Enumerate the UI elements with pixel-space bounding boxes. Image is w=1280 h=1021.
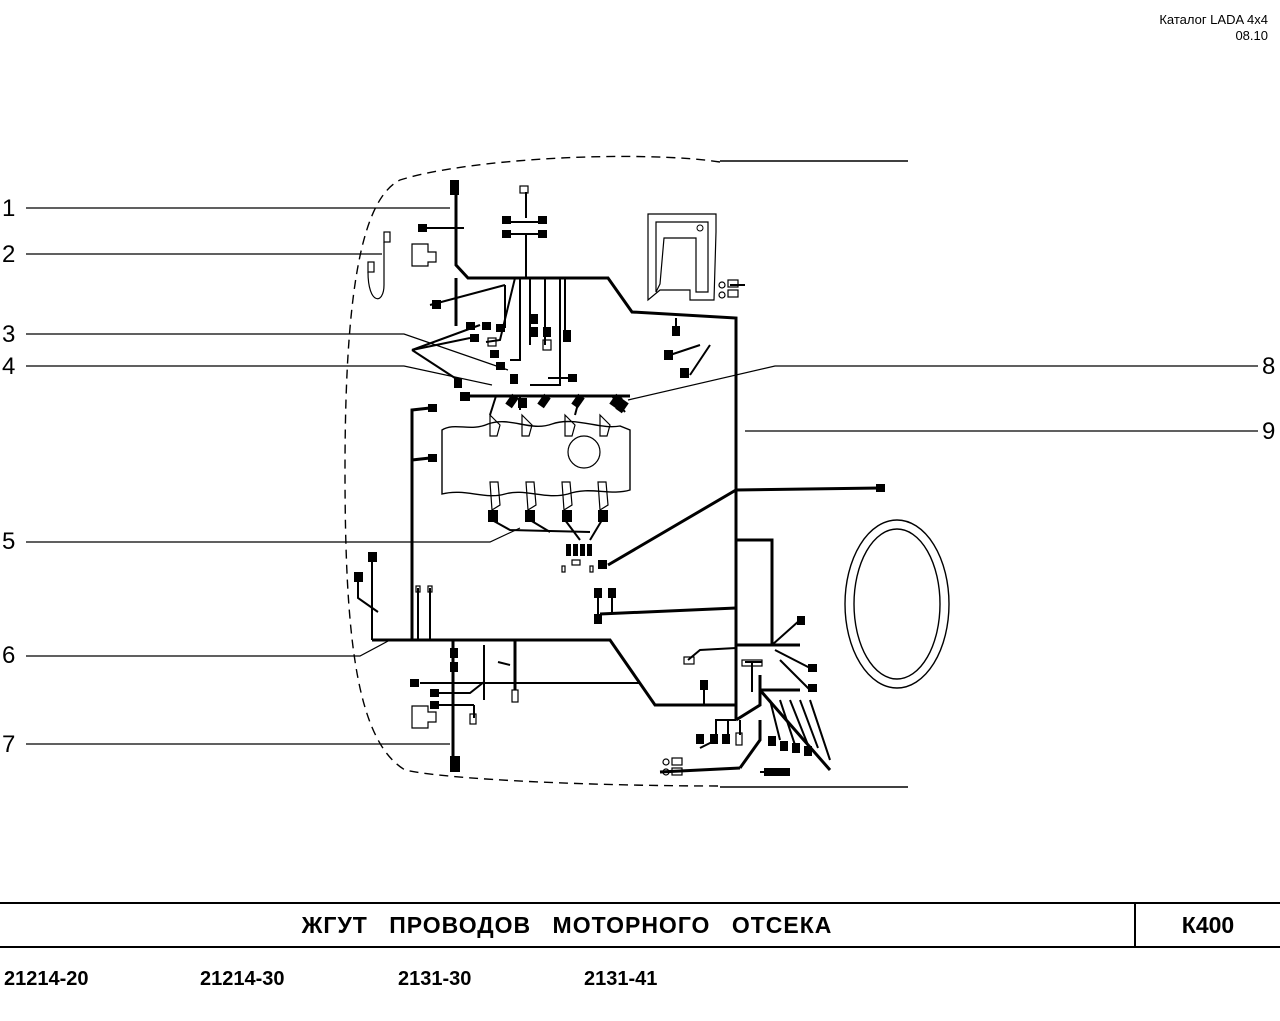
page-title: ЖГУТ ПРОВОДОВ МОТОРНОГО ОТСЕКА <box>301 912 833 938</box>
callout-9: 9 <box>1262 418 1276 445</box>
wheel-outline-inner <box>853 528 941 680</box>
compartment-outline <box>344 155 721 787</box>
leader-lines <box>26 207 1258 745</box>
wheel-outline-outer <box>844 519 950 689</box>
callout-8: 8 <box>1262 353 1276 380</box>
callout-4: 4 <box>2 353 16 380</box>
callout-1: 1 <box>2 195 16 222</box>
title-divider <box>1134 904 1136 946</box>
spark-plug-caps <box>489 413 611 512</box>
catalog-date: 08.10 <box>1235 28 1268 43</box>
callout-2: 2 <box>2 241 16 268</box>
model-item: 2131-41 <box>584 968 658 990</box>
open-connectors <box>367 185 763 776</box>
wiring-harness-diagram <box>26 155 1258 788</box>
connectors <box>354 180 885 776</box>
relay-block-bolt <box>696 224 704 232</box>
cylinder-head <box>441 420 631 497</box>
catalog-header: Каталог LADA 4х4 08.10 <box>1159 12 1268 44</box>
model-item: 2131-30 <box>398 968 472 990</box>
oil-filler-cap <box>567 435 601 469</box>
model-item: 21214-30 <box>200 968 285 990</box>
title-bar: ЖГУТ ПРОВОДОВ МОТОРНОГО ОТСЕКА К400 <box>0 902 1280 948</box>
callout-7: 7 <box>2 731 16 758</box>
relay-block <box>647 213 717 302</box>
model-list: 21214-20 21214-30 2131-30 2131-41 <box>0 968 1280 994</box>
catalog-name: Каталог LADA 4х4 <box>1159 12 1268 27</box>
branch-wires <box>357 192 831 773</box>
callout-3: 3 <box>2 321 16 348</box>
callout-6: 6 <box>2 642 16 669</box>
callout-5: 5 <box>2 528 16 555</box>
section-code: К400 <box>1181 912 1235 938</box>
model-item: 21214-20 <box>4 968 89 990</box>
